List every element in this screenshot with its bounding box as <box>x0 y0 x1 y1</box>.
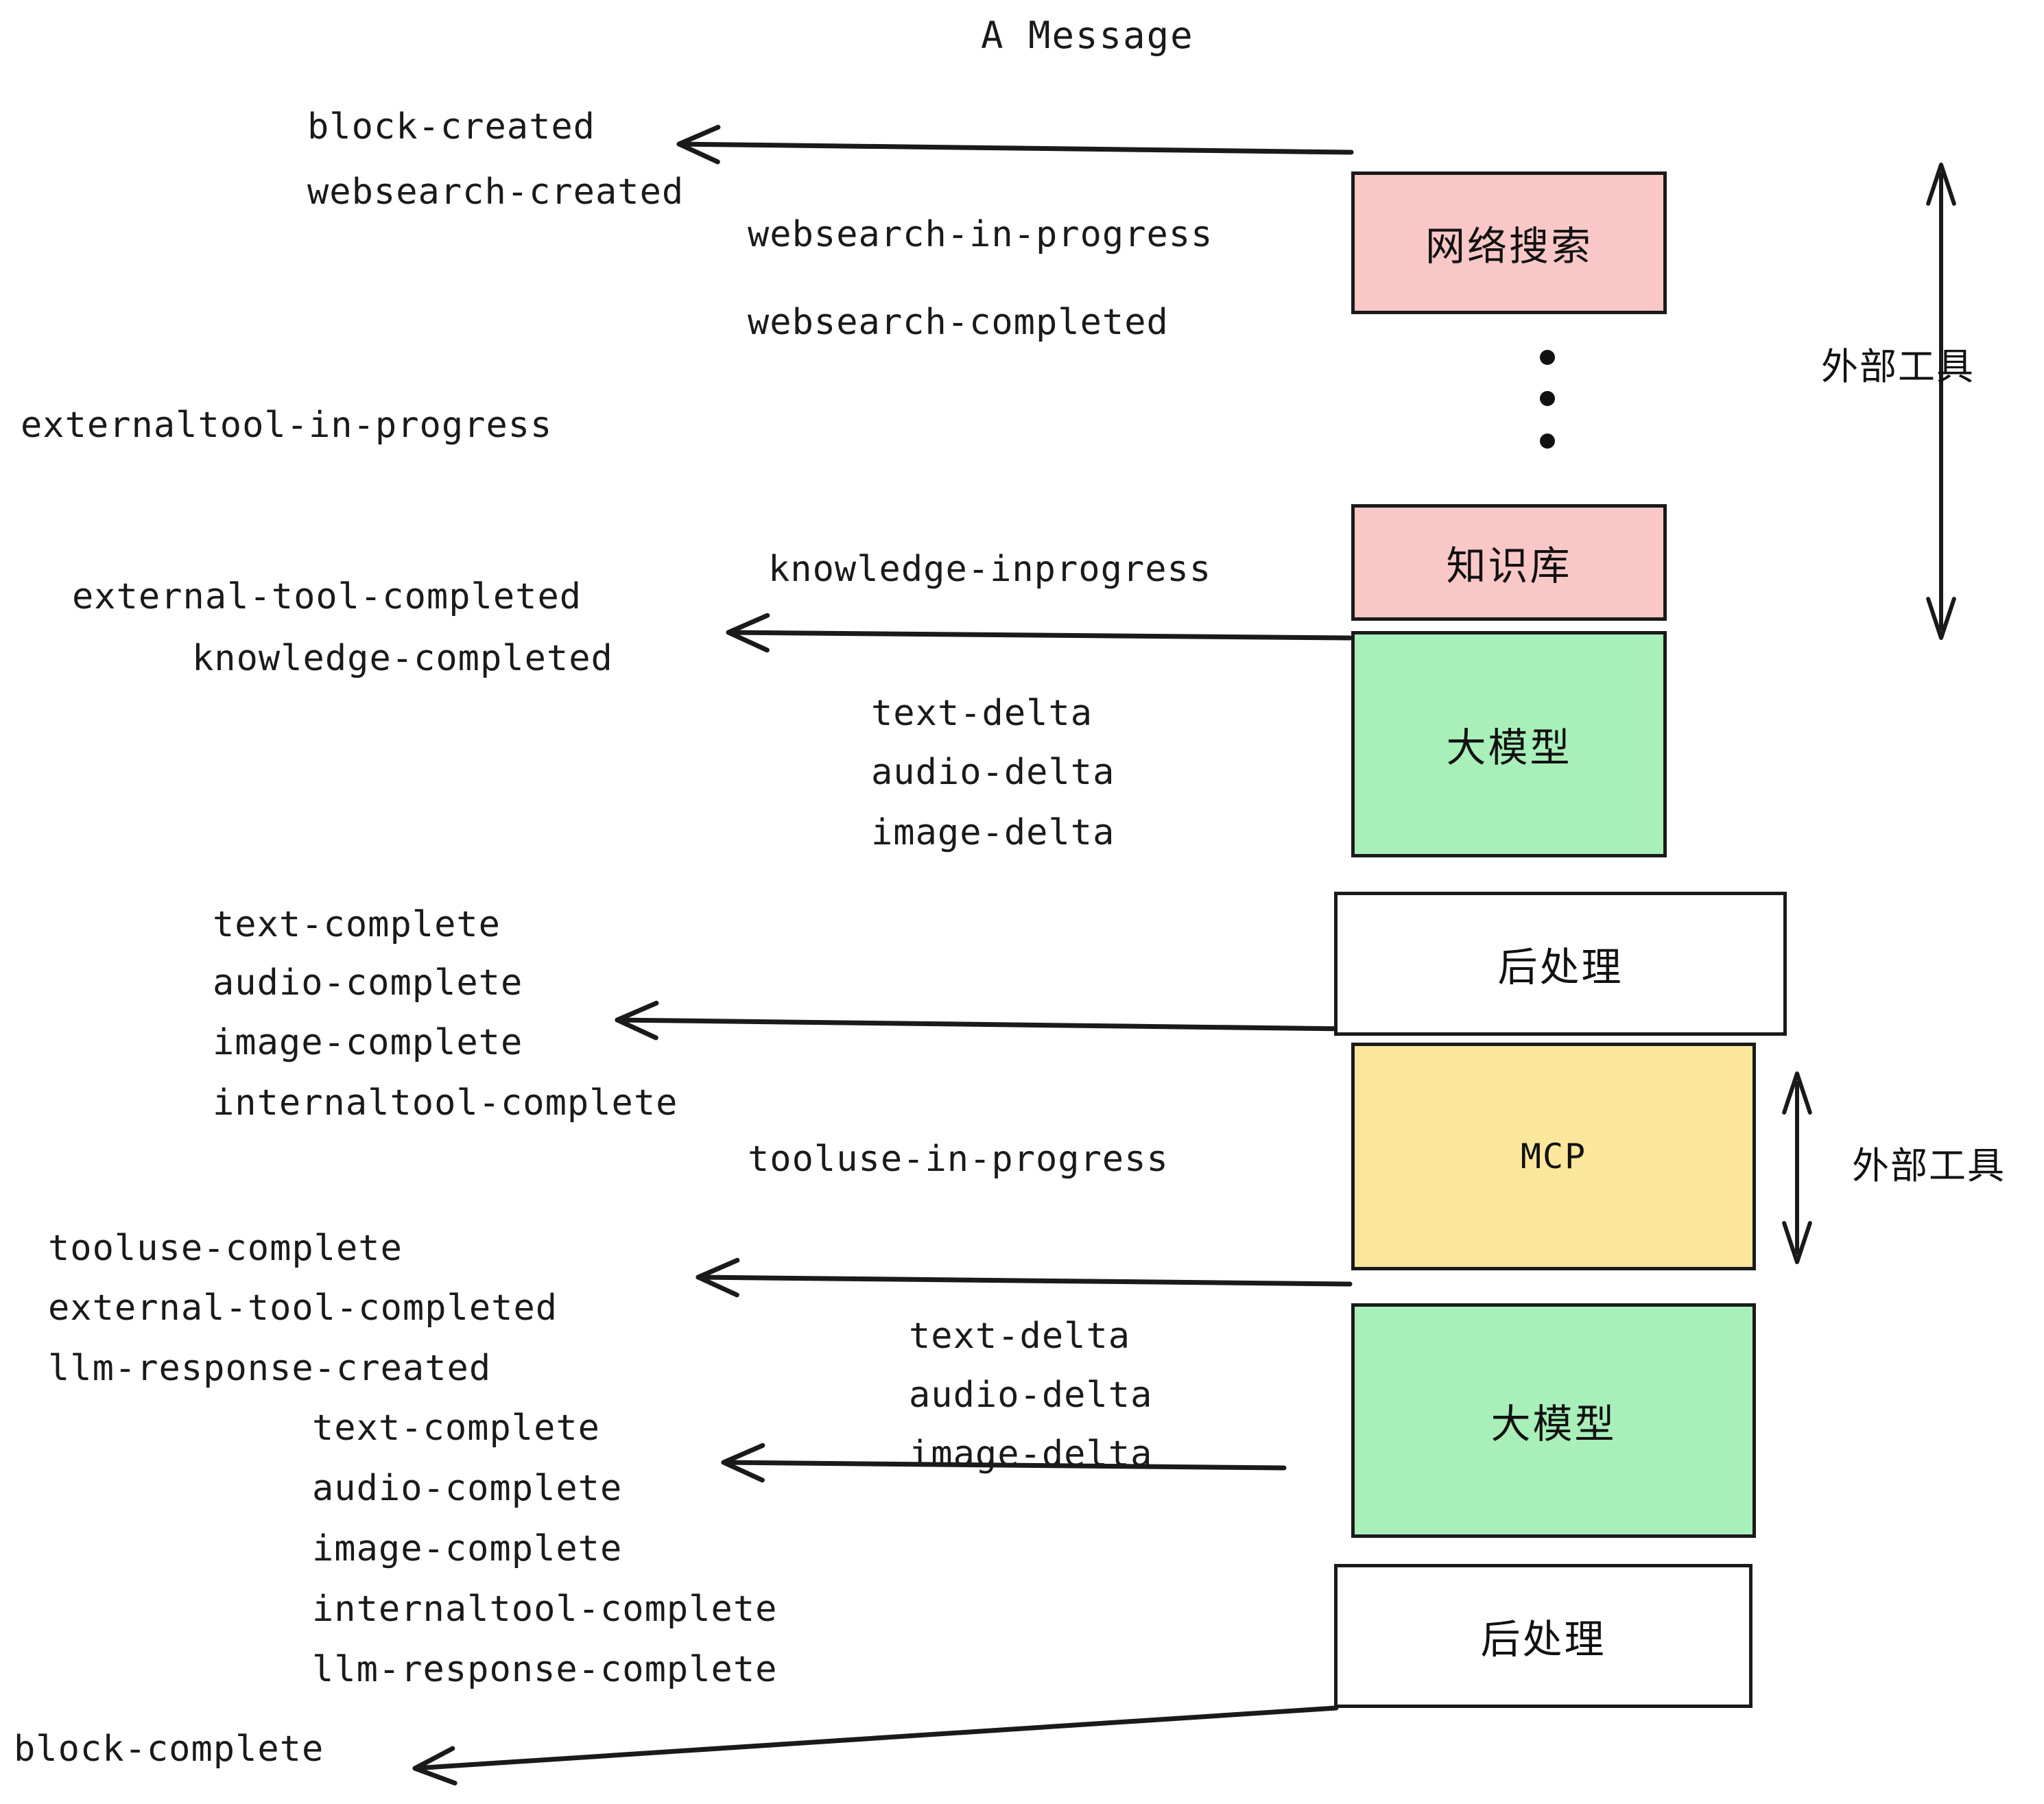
node-postproc1: 后处理 <box>1334 892 1787 1036</box>
event-label-external-tool-completed-2: external-tool-completed <box>48 1287 558 1329</box>
event-label-audio-delta-2: audio-delta <box>909 1375 1153 1416</box>
node-mcp: MCP <box>1351 1043 1756 1270</box>
ellipsis-dot-2 <box>1540 391 1555 406</box>
event-label-text-delta-2: text-delta <box>909 1316 1131 1357</box>
arrow-knowledge-to-labels-shaft <box>726 630 1353 641</box>
event-label-externaltool-in-progress: externaltool-in-progress <box>21 405 553 446</box>
event-label-knowledge-inprogress: knowledge-inprogress <box>768 549 1212 590</box>
event-label-llm-response-created: llm-response-created <box>48 1348 492 1389</box>
node-llm1: 大模型 <box>1351 631 1667 857</box>
event-label-audio-complete-1: audio-complete <box>213 962 523 1004</box>
bracket-external-tools-top-head-up <box>1926 163 1956 206</box>
event-label-internaltool-complete-1: internaltool-complete <box>213 1082 678 1124</box>
event-label-websearch-completed: websearch-completed <box>748 302 1169 343</box>
event-label-llm-response-complete: llm-response-complete <box>312 1649 778 1690</box>
arrow-postproc2-to-block-head <box>412 1746 457 1786</box>
event-label-text-delta-1: text-delta <box>871 693 1093 734</box>
event-label-external-tool-completed-1: external-tool-completed <box>72 576 582 617</box>
event-label-block-complete: block-complete <box>14 1729 324 1770</box>
arrow-llm2-to-audio-head <box>721 1443 765 1483</box>
event-label-image-delta-2: image-delta <box>909 1434 1153 1475</box>
group-label-external-tools-top: 外部工具 <box>1821 345 1975 388</box>
arrow-llm2-to-tooluse-shaft <box>696 1274 1353 1287</box>
arrow-knowledge-to-labels-head <box>726 613 770 653</box>
event-label-websearch-in-progress: websearch-in-progress <box>748 214 1213 255</box>
node-websearch: 网络搜索 <box>1351 171 1667 314</box>
event-label-text-complete-1: text-complete <box>213 904 501 945</box>
event-label-image-complete-2: image-complete <box>312 1528 623 1569</box>
page-title: A Message <box>981 14 1194 57</box>
bracket-external-tools-bottom-head-down <box>1782 1221 1812 1264</box>
event-label-tooluse-complete: tooluse-complete <box>48 1228 403 1269</box>
event-label-tooluse-in-progress: tooluse-in-progress <box>748 1139 1169 1180</box>
arrow-websearch-to-block-shaft <box>676 141 1354 155</box>
event-label-text-complete-2: text-complete <box>312 1408 600 1449</box>
ellipsis-dot-3 <box>1540 434 1555 449</box>
node-llm2: 大模型 <box>1351 1303 1756 1538</box>
arrow-websearch-to-block-head <box>676 124 721 165</box>
ellipsis-dot-1 <box>1540 350 1555 365</box>
event-label-block-created: block-created <box>307 106 595 147</box>
bracket-external-tools-bottom-head-up <box>1782 1071 1812 1115</box>
node-postproc2: 后处理 <box>1334 1564 1752 1708</box>
event-label-internaltool-complete-2: internaltool-complete <box>312 1589 778 1630</box>
arrow-postproc2-to-block-shaft <box>412 1705 1339 1771</box>
arrow-mcp-to-image-complete-head <box>615 1000 659 1041</box>
bracket-external-tools-top-head-down <box>1926 597 1956 640</box>
event-label-websearch-created: websearch-created <box>307 171 685 213</box>
arrow-mcp-to-image-complete-shaft <box>615 1017 1353 1032</box>
event-label-audio-delta-1: audio-delta <box>871 752 1115 793</box>
arrow-llm2-to-tooluse-head <box>696 1257 740 1298</box>
event-label-image-complete-1: image-complete <box>213 1022 523 1063</box>
event-label-audio-complete-2: audio-complete <box>312 1468 623 1509</box>
event-label-knowledge-completed: knowledge-completed <box>192 638 613 679</box>
group-label-external-tools-bottom: 外部工具 <box>1852 1144 2006 1187</box>
node-knowledge: 知识库 <box>1351 504 1667 621</box>
event-label-image-delta-1: image-delta <box>871 812 1115 853</box>
